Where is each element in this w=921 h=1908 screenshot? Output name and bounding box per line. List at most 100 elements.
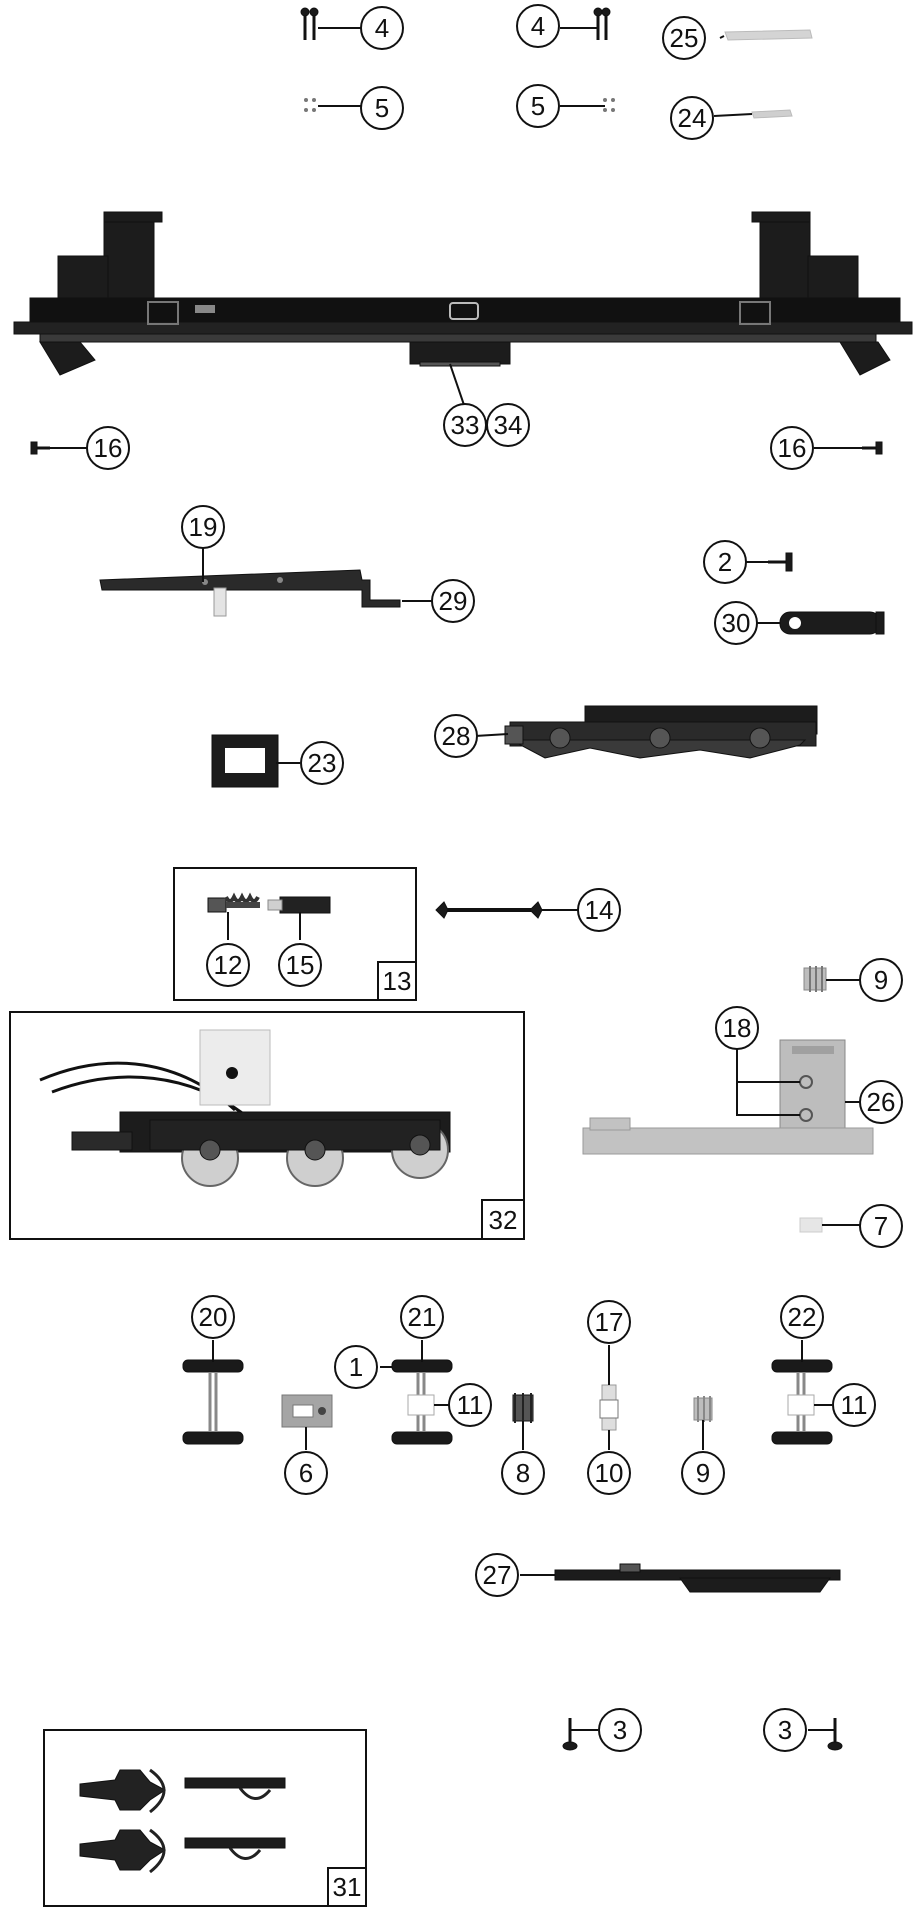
callout-number: 19 [189, 512, 218, 542]
callout-c1: 1 [334, 1345, 378, 1389]
callout-number: 15 [286, 950, 315, 980]
callout-number: 16 [778, 433, 807, 463]
callout-number: 3 [778, 1715, 792, 1745]
callout-c4a: 4 [360, 6, 404, 50]
callout-number: 4 [375, 13, 389, 43]
callout-number: 25 [670, 23, 699, 53]
callout-number: 26 [867, 1087, 896, 1117]
callout-c23: 23 [300, 741, 344, 785]
callout-circle [714, 601, 758, 645]
callout-number: 18 [723, 1013, 752, 1043]
callout-number: 2 [718, 547, 732, 577]
callout-number: 8 [516, 1458, 530, 1488]
part-spring-12 [207, 892, 260, 913]
callout-c24: 24 [670, 96, 714, 140]
group-box-31 [43, 1729, 367, 1907]
callout-c8: 8 [501, 1451, 545, 1495]
callout-circle [334, 1345, 378, 1389]
callout-c4b: 4 [516, 4, 560, 48]
callout-number: 11 [457, 1390, 484, 1420]
callout-c11b: 11 [832, 1383, 876, 1427]
callout-circle [780, 1295, 824, 1339]
callout-circle [859, 1080, 903, 1124]
callout-number: 11 [841, 1390, 868, 1420]
callout-number: 1 [349, 1352, 363, 1382]
box-label-13: 13 [383, 966, 412, 996]
part-bogie-28 [504, 705, 818, 759]
part-cylinder-15 [267, 896, 331, 914]
callout-c5a: 5 [360, 86, 404, 130]
callout-circle [681, 1451, 725, 1495]
callout-c33: 33 [443, 403, 487, 447]
callout-circle [832, 1383, 876, 1427]
box-label-31: 31 [333, 1872, 362, 1902]
part-small-clip-left [304, 98, 316, 112]
callout-number: 4 [531, 11, 545, 41]
callout-circle [360, 86, 404, 130]
callout-number: 9 [874, 965, 888, 995]
callout-c16a: 16 [86, 426, 130, 470]
callout-circle [662, 16, 706, 60]
callout-circle [577, 888, 621, 932]
callout-c20: 20 [191, 1295, 235, 1339]
callout-number: 5 [531, 91, 545, 121]
callout-c25: 25 [662, 16, 706, 60]
part-small-clip-right [603, 98, 615, 112]
callout-c10: 10 [587, 1451, 631, 1495]
callout-number: 34 [494, 410, 523, 440]
part-pin-right [593, 7, 611, 40]
callout-number: 24 [678, 103, 707, 133]
callout-circle [400, 1295, 444, 1339]
part-grey-chassis-26 [582, 1039, 874, 1155]
callout-number: 7 [874, 1211, 888, 1241]
callout-number: 29 [439, 586, 468, 616]
callout-c21: 21 [400, 1295, 444, 1339]
callout-number: 3 [613, 1715, 627, 1745]
part-buffer-pin-left [30, 441, 50, 455]
callout-c15: 15 [278, 943, 322, 987]
callout-circle [181, 505, 225, 549]
callout-c9b: 9 [681, 1451, 725, 1495]
box-label-32: 32 [489, 1205, 518, 1235]
callout-circle [278, 943, 322, 987]
callout-number: 17 [595, 1307, 624, 1337]
part-gear-9b [693, 1396, 713, 1422]
part-gear-8 [512, 1393, 534, 1423]
part-motor-bogie-32 [39, 1029, 451, 1187]
callout-c17: 17 [587, 1300, 631, 1344]
callout-number: 9 [696, 1458, 710, 1488]
part-square-frame-23 [211, 734, 279, 788]
callout-c7: 7 [859, 1204, 903, 1248]
callout-circle [86, 426, 130, 470]
group-box-32 [9, 1011, 525, 1240]
callout-c26: 26 [859, 1080, 903, 1124]
callout-number: 14 [585, 895, 614, 925]
callout-number: 6 [299, 1458, 313, 1488]
callout-circle [191, 1295, 235, 1339]
callout-circle [431, 579, 475, 623]
callout-c14: 14 [577, 888, 621, 932]
part-couplers-31 [79, 1768, 286, 1874]
callout-c34: 34 [486, 403, 530, 447]
callout-circle [770, 426, 814, 470]
part-wheelset-22 [771, 1359, 833, 1445]
part-wheelset-21 [391, 1359, 453, 1445]
part-drive-shaft-30 [779, 611, 885, 635]
part-worm-17 [599, 1384, 619, 1431]
callout-circle [598, 1708, 642, 1752]
callout-circle [516, 84, 560, 128]
callout-number: 22 [788, 1302, 817, 1332]
callout-circle [206, 943, 250, 987]
callout-number: 21 [408, 1302, 437, 1332]
callout-number: 12 [214, 950, 243, 980]
callout-circle [486, 403, 530, 447]
callout-number: 33 [451, 410, 480, 440]
callout-number: 27 [483, 1560, 512, 1590]
callout-c6: 6 [284, 1451, 328, 1495]
callout-c29: 29 [431, 579, 475, 623]
callout-number: 23 [308, 748, 337, 778]
callout-c28: 28 [434, 714, 478, 758]
callout-c22: 22 [780, 1295, 824, 1339]
part-screw-2 [768, 552, 793, 572]
